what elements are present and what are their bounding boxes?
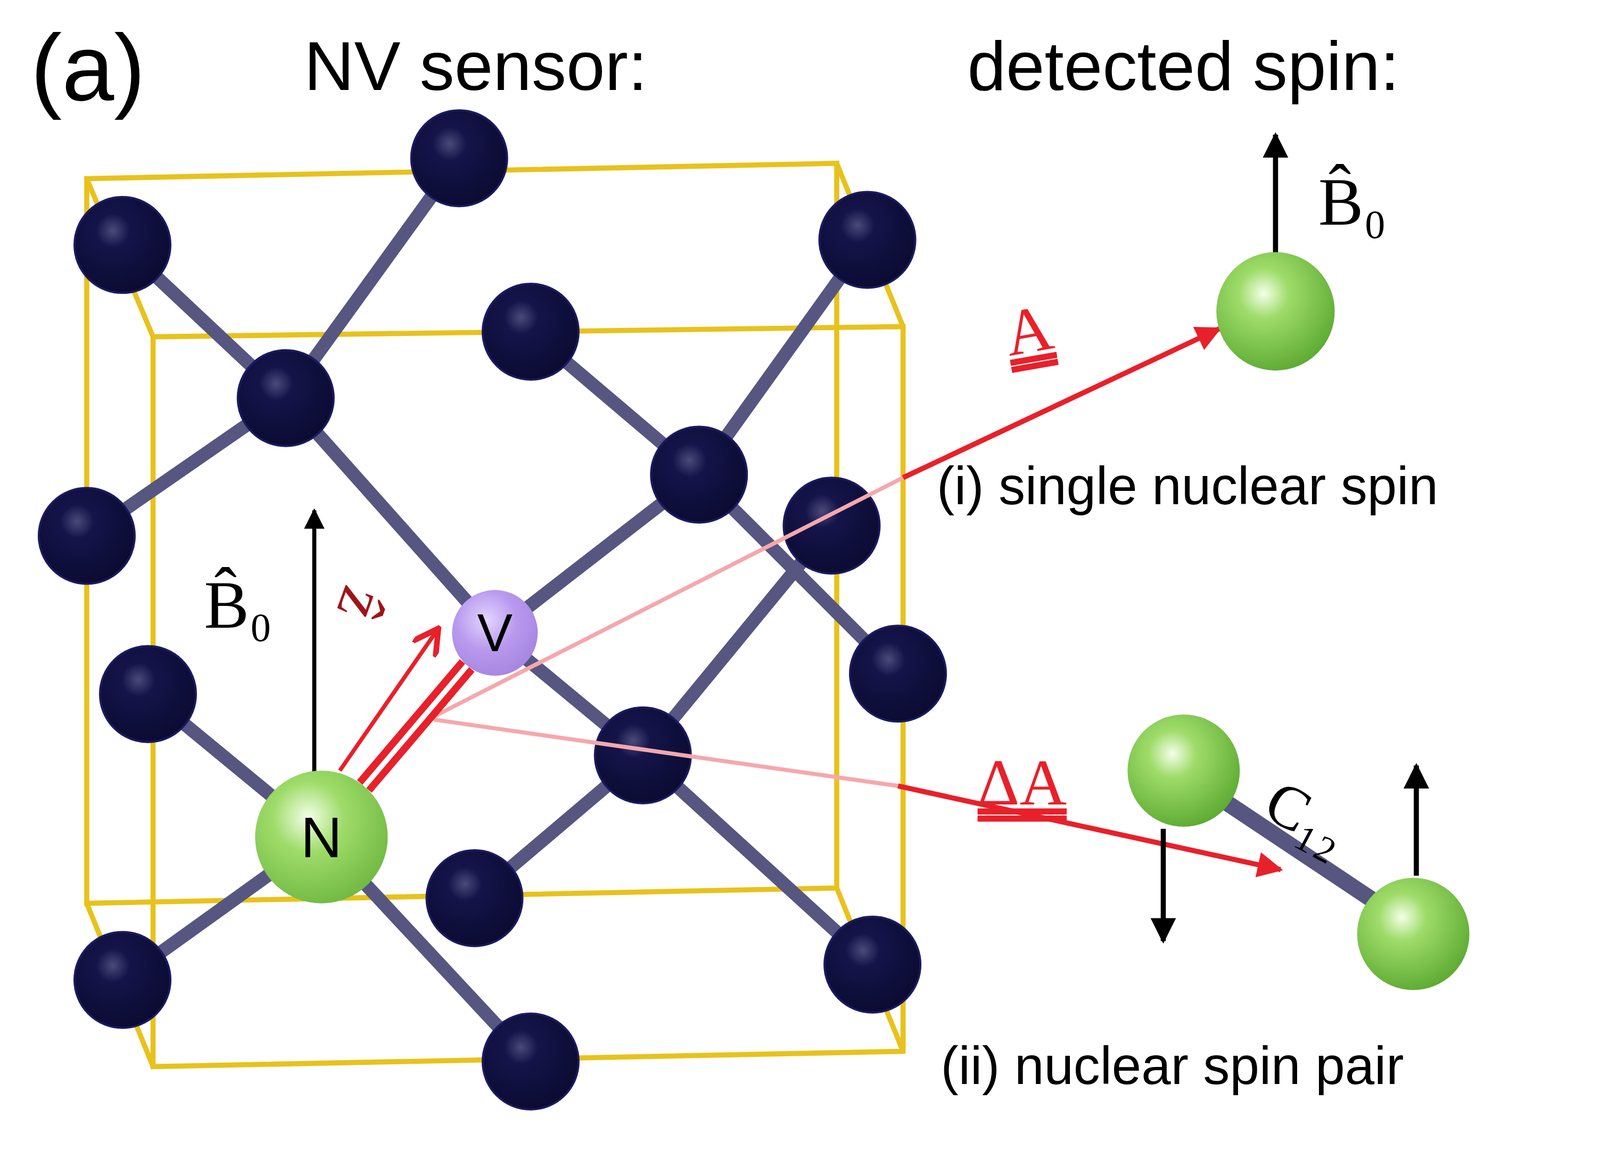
unit-cell bbox=[86, 163, 904, 1067]
vacancy-site: V bbox=[451, 589, 538, 676]
spin-arrow bbox=[1160, 828, 1167, 942]
nuclear-spin bbox=[1127, 714, 1240, 827]
axis-symbol: ẑ bbox=[325, 579, 398, 629]
spin-arrow bbox=[1413, 765, 1420, 876]
nv-axis-bond bbox=[359, 661, 473, 791]
nuclear-spin bbox=[1357, 877, 1470, 991]
hyperfine-arrow bbox=[903, 328, 1220, 478]
atom-label: N bbox=[300, 803, 343, 871]
spin-caption: (i) single nuclear spin bbox=[936, 459, 1439, 513]
nitrogen-atom: N bbox=[254, 770, 388, 903]
lattice-bonds bbox=[86, 158, 898, 1062]
field-symbol: B̂₀ bbox=[203, 571, 273, 640]
section-heading: NV sensor: bbox=[303, 30, 648, 101]
hyperfine-symbol: A bbox=[999, 294, 1058, 367]
section-heading: detected spin: bbox=[967, 30, 1400, 101]
panel-letter: (a) bbox=[30, 20, 146, 114]
hyperfine-line-faint bbox=[433, 477, 904, 717]
field-arrow bbox=[312, 510, 317, 774]
spin-caption: (ii) nuclear spin pair bbox=[941, 1038, 1405, 1093]
coupling-symbol: C₁₂ bbox=[1255, 769, 1359, 863]
bond-stroke bbox=[368, 669, 472, 790]
bond-stroke bbox=[359, 661, 463, 783]
carbon-atoms bbox=[38, 110, 946, 1110]
spin-arrow bbox=[1273, 134, 1279, 255]
atom-label: V bbox=[477, 601, 513, 664]
hyperfine-line-faint bbox=[433, 719, 898, 787]
hyperfine-symbol: ΔA bbox=[977, 749, 1068, 816]
nuclear-spin bbox=[1216, 252, 1335, 371]
field-symbol: B̂₀ bbox=[1318, 168, 1388, 236]
